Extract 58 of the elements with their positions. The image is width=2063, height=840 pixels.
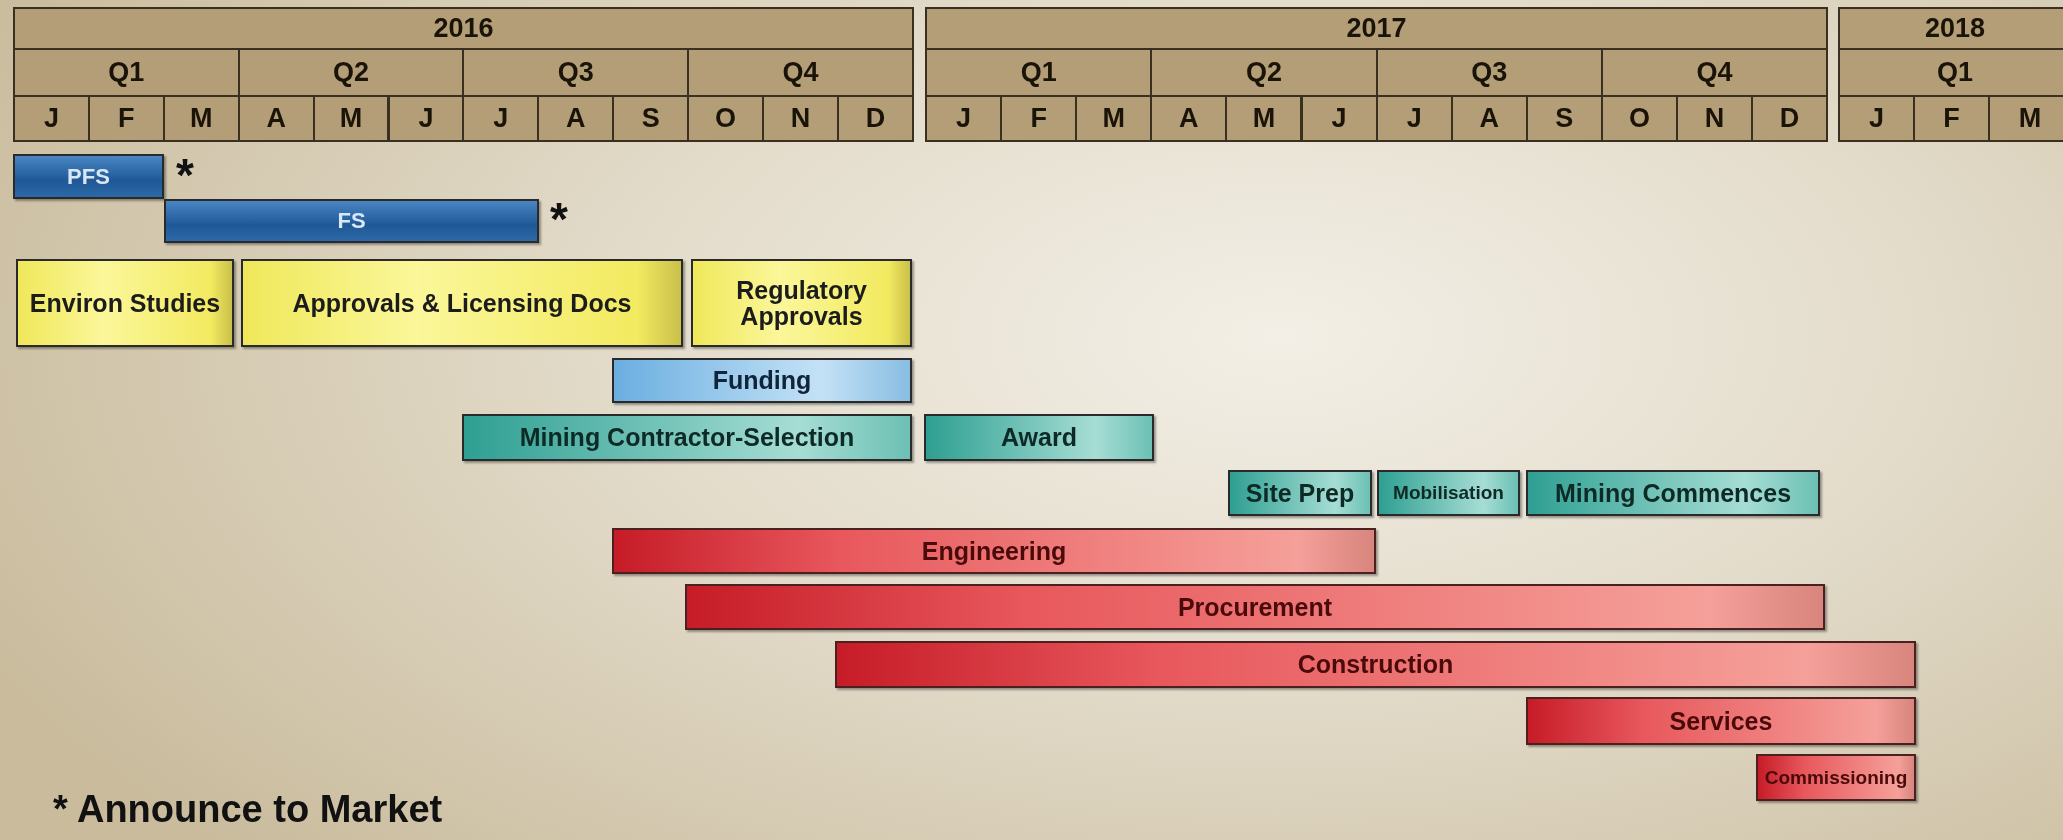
task-bar: PFS: [13, 154, 164, 199]
month-header-cell: J: [462, 95, 540, 142]
month-header-cell: M: [312, 95, 390, 142]
asterisk-note-mark: *: [176, 148, 194, 202]
month-header-cell: N: [1676, 95, 1754, 142]
month-header-cell: O: [1600, 95, 1678, 142]
task-bar: Procurement: [685, 584, 1825, 630]
footnote-text: * Announce to Market: [53, 788, 443, 831]
asterisk-note-mark: *: [550, 192, 568, 246]
quarter-header-cell: Q2: [1150, 48, 1378, 97]
month-header-cell: M: [1075, 95, 1153, 142]
month-header-cell: A: [1450, 95, 1528, 142]
quarter-header-cell: Q3: [1375, 48, 1603, 97]
month-header-cell: J: [1838, 95, 1915, 142]
month-header-cell: F: [1000, 95, 1078, 142]
task-bar: Environ Studies: [16, 259, 234, 347]
month-header-cell: A: [1150, 95, 1228, 142]
task-bar: Award: [924, 414, 1154, 461]
quarter-header-cell: Q1: [925, 48, 1153, 97]
month-header-cell: S: [612, 95, 690, 142]
month-header-cell: F: [87, 95, 165, 142]
year-header-cell: 2016: [13, 7, 914, 50]
task-bar: Services: [1526, 697, 1916, 745]
quarter-header-cell: Q1: [13, 48, 240, 97]
quarter-header-cell: Q4: [687, 48, 914, 97]
task-bar: FS: [164, 199, 539, 243]
month-header-cell: M: [1225, 95, 1303, 142]
task-bar: Mobilisation: [1377, 470, 1520, 516]
task-bar: Commissioning: [1756, 754, 1916, 801]
month-header-cell: J: [1375, 95, 1453, 142]
quarter-header-cell: Q1: [1838, 48, 2063, 97]
task-bar: Engineering: [612, 528, 1376, 574]
month-header-cell: S: [1525, 95, 1603, 142]
task-bar: Mining Contractor-Selection: [462, 414, 912, 461]
month-header-cell: J: [13, 95, 90, 142]
month-header-cell: J: [1300, 95, 1378, 142]
task-bar: Construction: [835, 641, 1916, 688]
month-header-cell: O: [687, 95, 764, 142]
quarter-header-cell: Q2: [237, 48, 465, 97]
month-header-cell: D: [1751, 95, 1828, 142]
month-header-cell: J: [387, 95, 465, 142]
task-bar: Site Prep: [1228, 470, 1372, 516]
month-header-cell: M: [162, 95, 240, 142]
task-bar: Approvals & Licensing Docs: [241, 259, 683, 347]
task-bar: Regulatory Approvals: [691, 259, 912, 347]
task-bar: Mining Commences: [1526, 470, 1820, 516]
year-header-cell: 2017: [925, 7, 1828, 50]
month-header-cell: A: [537, 95, 615, 142]
month-header-cell: N: [762, 95, 839, 142]
month-header-cell: D: [836, 95, 914, 142]
quarter-header-cell: Q3: [462, 48, 690, 97]
task-bar: Funding: [612, 358, 912, 403]
month-header-cell: F: [1913, 95, 1990, 142]
year-header-cell: 2018: [1838, 7, 2063, 50]
month-header-cell: M: [1988, 95, 2063, 142]
month-header-cell: J: [925, 95, 1003, 142]
month-header-cell: A: [237, 95, 315, 142]
quarter-header-cell: Q4: [1600, 48, 1828, 97]
